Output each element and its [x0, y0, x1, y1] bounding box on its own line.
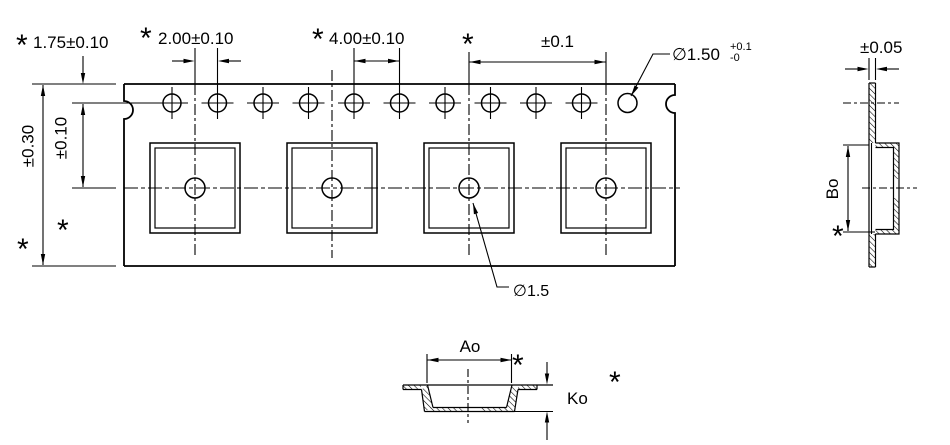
- pocket-wall-hatch: [875, 229, 899, 234]
- arrowhead: [473, 203, 479, 215]
- asterisk-marker: *: [609, 366, 621, 399]
- flange-hatch: [403, 385, 421, 390]
- arrowhead: [876, 66, 887, 72]
- dim-label-tape-width-tol: ±0.30: [19, 125, 38, 167]
- arrowhead: [354, 58, 366, 64]
- arrowhead: [845, 220, 851, 231]
- dim-label-hole-tol-plus: +0.1: [730, 41, 752, 53]
- pocket-wall-outer: [420, 389, 426, 412]
- arrowhead: [80, 176, 86, 187]
- side-view: ±0.05 Bo *: [823, 38, 917, 268]
- tape-left-edge-notch: [123, 84, 134, 266]
- section-view: Ao * Ko *: [402, 337, 621, 440]
- dim-label-thickness-tol: ±0.05: [860, 38, 902, 57]
- arrowhead: [845, 146, 851, 157]
- dim-label-sprocket-to-pocket: 2.00±0.10: [158, 29, 234, 48]
- asterisk-marker: *: [16, 29, 28, 62]
- arrowhead: [544, 411, 550, 423]
- asterisk-marker: *: [832, 220, 844, 253]
- sprocket-hole: [383, 87, 416, 119]
- arrowhead: [427, 357, 439, 363]
- dim-label-pocket-pitch-tol: ±0.1: [541, 32, 574, 51]
- sprocket-hole: [429, 87, 461, 119]
- pocket-wall-inner: [505, 384, 513, 408]
- sprocket-hole: [201, 87, 234, 119]
- pocket-wall-hatch: [893, 198, 899, 230]
- pocket-wall-hatch: [421, 385, 433, 412]
- sprocket-hole: [156, 87, 188, 119]
- sprocket-hole: [565, 87, 598, 119]
- arrowhead: [857, 66, 869, 72]
- arrowhead: [631, 85, 639, 96]
- pocket-wall-outer: [513, 389, 519, 412]
- asterisk-marker: *: [462, 28, 474, 61]
- arrowhead: [218, 58, 229, 64]
- tape-section-hatch: [869, 83, 876, 143]
- dim-label-edge-to-sprocket: 1.75±0.10: [33, 33, 109, 52]
- asterisk-marker: *: [512, 349, 524, 382]
- pocket-bottom-hatch: [481, 407, 509, 412]
- dim-label-pocket-width: Bo: [823, 179, 842, 200]
- leader-sprocket-hole-dia: ∅1.50 +0.1 -0: [630, 41, 752, 97]
- sprocket-hole: [247, 87, 279, 119]
- tape-section-hatch: [869, 234, 876, 267]
- dim-label-pocket-length: Ao: [460, 337, 481, 356]
- sprocket-hole: [338, 87, 370, 119]
- dim-sprocket-pitch: * 4.00±0.10: [312, 23, 405, 64]
- asterisk-marker: *: [312, 23, 324, 56]
- sprocket-hole: [520, 87, 552, 119]
- main-view: ±0.30 * 1.75±0.10 ±0.10 * 2.00±0.10: [16, 22, 752, 300]
- pocket-wall-hatch: [893, 147, 899, 179]
- asterisk-marker: *: [17, 233, 29, 266]
- arrowhead: [594, 59, 606, 65]
- arrowhead: [500, 357, 512, 363]
- dim-pocket-pitch: * ±0.1: [462, 28, 606, 65]
- dim-label-hole-tol-minus: -0: [730, 52, 740, 64]
- arrowhead: [469, 59, 481, 65]
- pocket-wall-hatch: [875, 143, 899, 148]
- dim-pocket-width-bo: Bo *: [823, 144, 875, 253]
- arrowhead: [40, 85, 46, 96]
- arrowhead: [80, 73, 86, 84]
- dim-label-pocket-depth: Ko: [567, 389, 588, 408]
- dim-sprocket-to-centerline: ±0.10: [52, 104, 86, 187]
- asterisk-marker: *: [57, 214, 69, 247]
- dim-label-sprocket-to-centerline-tol: ±0.10: [52, 117, 71, 159]
- reference-round-hole: [617, 92, 638, 114]
- dim-pocket-length-ao: Ao *: [426, 337, 524, 383]
- pocket-bottom-hatch: [430, 407, 463, 412]
- tape-right-edge-notch: [665, 84, 676, 266]
- arrowhead: [183, 58, 195, 64]
- dim-tape-thickness: ±0.05: [845, 38, 902, 80]
- dim-label-pocket-center-hole: ∅1.5: [513, 283, 549, 300]
- dim-tape-width: ±0.30: [19, 83, 116, 267]
- arrowhead: [544, 373, 550, 385]
- dim-edge-to-sprocket: * 1.75±0.10: [16, 29, 109, 84]
- arrowhead: [80, 104, 86, 115]
- sprocket-holes: [156, 87, 598, 119]
- sprocket-hole: [474, 87, 507, 119]
- asterisk-marker: *: [140, 22, 152, 55]
- arrowhead: [40, 254, 46, 265]
- dim-label-sprocket-pitch: 4.00±0.10: [329, 29, 405, 48]
- flange-hatch: [518, 385, 537, 390]
- sprocket-hole: [292, 87, 325, 119]
- dim-label-sprocket-hole-dia: ∅1.50: [672, 45, 720, 64]
- pocket-wall-inner: [426, 384, 434, 408]
- arrowhead: [388, 58, 399, 64]
- dim-pocket-depth-ko: Ko *: [514, 362, 621, 440]
- leader-pocket-center-hole: ∅1.5: [472, 202, 549, 300]
- dim-sprocket-to-pocket: * 2.00±0.10: [140, 22, 241, 64]
- pocket-bulge-inner: [875, 146, 895, 231]
